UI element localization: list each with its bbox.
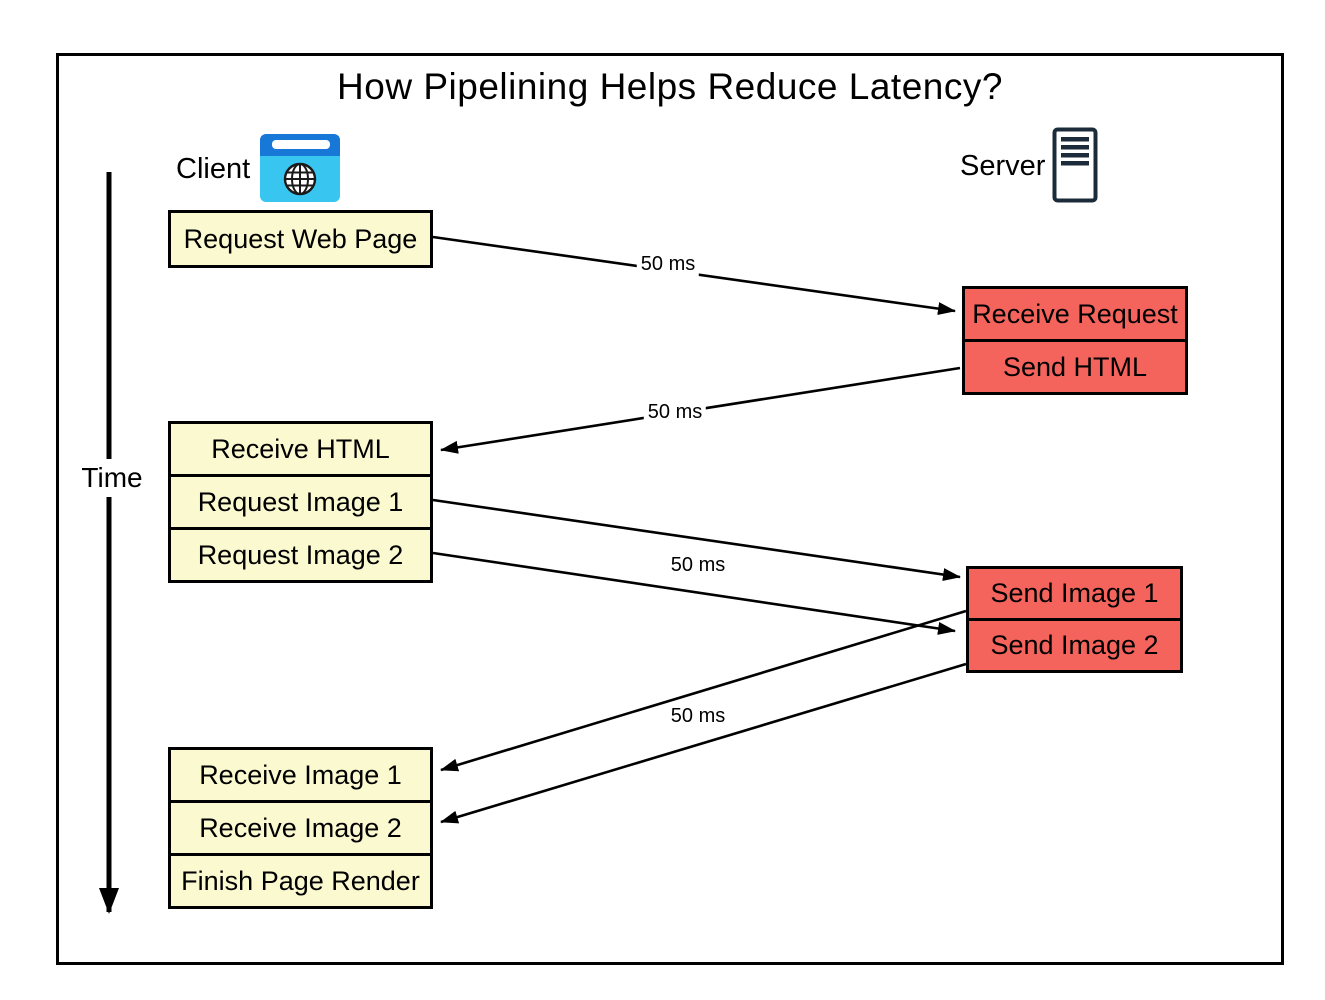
box-receive-html: Receive HTML — [171, 424, 430, 474]
box-request-image-1: Request Image 1 — [171, 474, 430, 527]
time-axis-label: Time — [75, 459, 149, 497]
client-step-stack-2: Receive HTML Request Image 1 Request Ima… — [168, 421, 433, 583]
box-finish-page-render: Finish Page Render — [171, 853, 430, 906]
server-label: Server — [960, 150, 1046, 182]
globe-icon — [283, 162, 317, 196]
box-send-image-1: Send Image 1 — [969, 569, 1180, 618]
box-request-web-page: Request Web Page — [171, 213, 430, 265]
browser-body — [260, 156, 340, 202]
client-step-stack-1: Request Web Page — [168, 210, 433, 268]
latency-label-request-images: 50 ms — [666, 553, 730, 577]
latency-label-send-images: 50 ms — [666, 704, 730, 728]
box-receive-image-1: Receive Image 1 — [171, 750, 430, 800]
browser-icon — [260, 134, 340, 202]
latency-label-request: 50 ms — [636, 252, 700, 276]
client-label: Client — [176, 153, 251, 185]
box-receive-image-2: Receive Image 2 — [171, 800, 430, 853]
latency-label-html: 50 ms — [643, 400, 707, 424]
address-bar — [272, 140, 330, 149]
box-request-image-2: Request Image 2 — [171, 527, 430, 580]
diagram-title: How Pipelining Helps Reduce Latency? — [337, 66, 1003, 107]
client-step-stack-3: Receive Image 1 Receive Image 2 Finish P… — [168, 747, 433, 909]
server-icon — [1052, 127, 1098, 203]
server-step-stack-1: Receive Request Send HTML — [962, 286, 1188, 395]
browser-header — [260, 134, 340, 156]
box-send-html: Send HTML — [965, 339, 1185, 392]
box-receive-request: Receive Request — [965, 289, 1185, 339]
box-send-image-2: Send Image 2 — [969, 618, 1180, 670]
server-step-stack-2: Send Image 1 Send Image 2 — [966, 566, 1183, 673]
